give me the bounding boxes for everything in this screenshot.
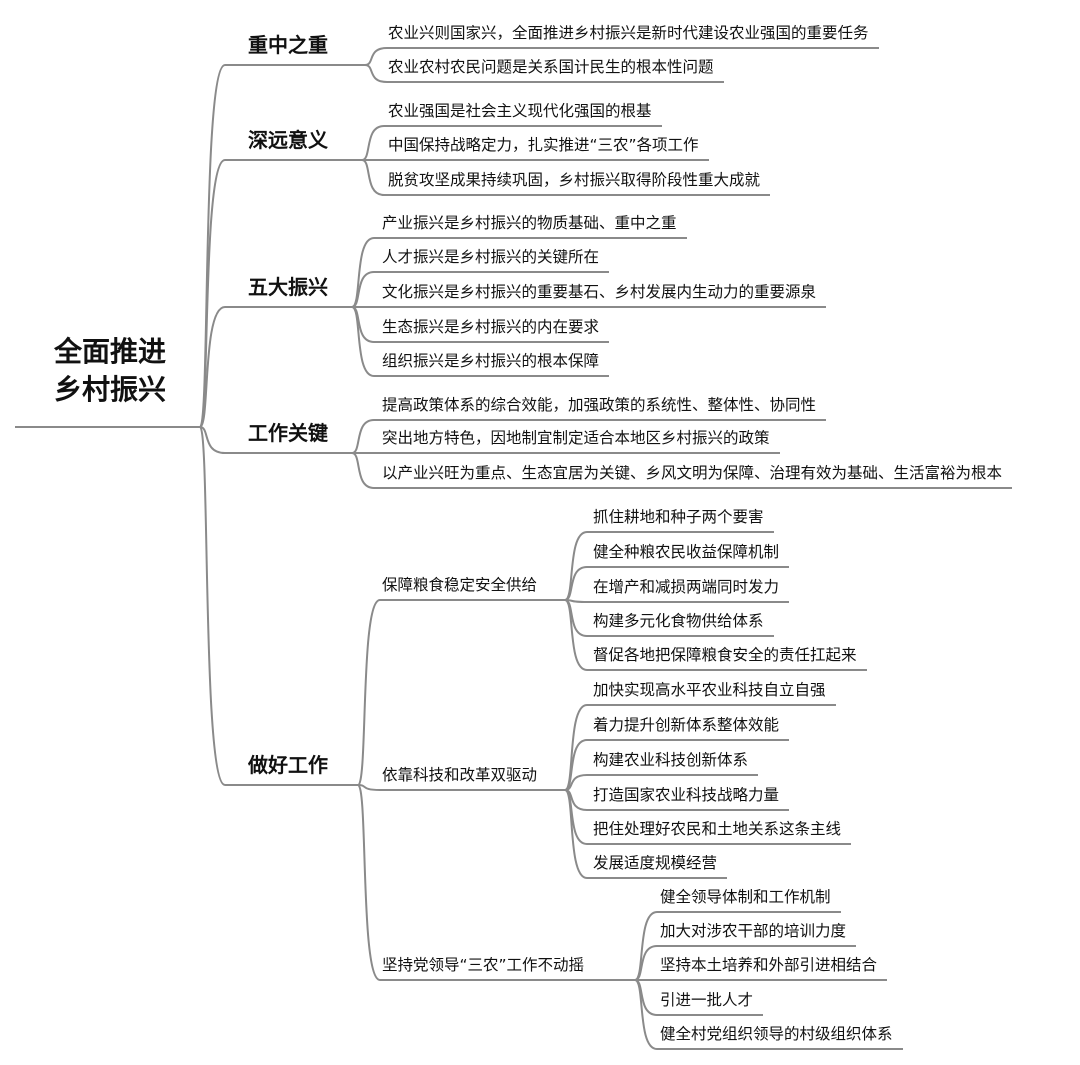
branch-topic[interactable]: 深远意义 <box>248 128 328 152</box>
leaf-topic[interactable]: 组织振兴是乡村振兴的根本保障 <box>382 352 600 370</box>
branch-topic[interactable]: 重中之重 <box>248 33 328 57</box>
branch-connector <box>351 306 375 377</box>
leaf-topic[interactable]: 文化振兴是乡村振兴的重要基石、乡村发展内生动力的重要源泉 <box>382 283 817 301</box>
leaf-topic[interactable]: 发展适度规模经营 <box>593 854 718 872</box>
trunk-connector <box>199 426 226 454</box>
branch-connector <box>361 125 385 161</box>
leaf-topic[interactable]: 健全村党组织领导的村级组织体系 <box>660 1025 893 1043</box>
subtopic[interactable]: 依靠科技和改革双驱动 <box>382 766 538 784</box>
leaf-topic[interactable]: 构建多元化食物供给体系 <box>593 612 764 630</box>
branch-connector <box>351 271 375 308</box>
leaf-topic[interactable]: 人才振兴是乡村振兴的关键所在 <box>382 248 600 266</box>
subtopic-connector <box>564 739 588 791</box>
leaf-topic[interactable]: 农业农村农民问题是关系国计民生的根本性问题 <box>388 58 714 76</box>
branch-topic[interactable]: 工作关键 <box>248 421 328 445</box>
branch-connector <box>364 64 388 83</box>
leaf-topic[interactable]: 健全种粮农民收益保障机制 <box>593 543 780 561</box>
branch-topic[interactable]: 五大振兴 <box>248 275 328 299</box>
leaf-topic[interactable]: 健全领导体制和工作机制 <box>660 888 831 906</box>
leaf-topic[interactable]: 产业振兴是乡村振兴的物质基础、重中之重 <box>382 214 677 232</box>
leaf-topic[interactable]: 着力提升创新体系整体效能 <box>593 716 780 734</box>
branch-connector <box>357 599 381 786</box>
leaf-topic[interactable]: 农业兴则国家兴，全面推进乡村振兴是新时代建设农业强国的重要任务 <box>388 24 869 42</box>
subtopic-connector <box>564 531 588 601</box>
leaf-topic[interactable]: 引进一批人才 <box>660 991 754 1009</box>
leaf-topic[interactable]: 抓住耕地和种子两个要害 <box>593 508 764 526</box>
branch-connector <box>351 452 375 489</box>
subtopic[interactable]: 坚持党领导“三农”工作不动摇 <box>382 956 585 974</box>
trunk-connector <box>199 64 226 428</box>
leaf-topic[interactable]: 加大对涉农干部的培训力度 <box>660 922 847 940</box>
leaf-topic[interactable]: 脱贫攻坚成果持续巩固，乡村振兴取得阶段性重大成就 <box>388 171 761 189</box>
leaf-topic[interactable]: 打造国家农业科技战略力量 <box>593 786 780 804</box>
leaf-topic[interactable]: 中国保持战略定力，扎实推进“三农”各项工作 <box>388 136 699 154</box>
trunk-connector <box>199 159 226 428</box>
leaf-topic[interactable]: 突出地方特色，因地制宜制定适合本地区乡村振兴的政策 <box>382 429 770 447</box>
root-line-1: 全面推进 <box>53 335 166 368</box>
branch-connector <box>364 47 388 66</box>
branch-connector <box>357 784 381 981</box>
subtopic[interactable]: 保障粮食稳定安全供给 <box>382 576 538 594</box>
leaf-topic[interactable]: 加快实现高水平农业科技自立自强 <box>593 681 826 699</box>
leaf-topic[interactable]: 提高政策体系的综合效能，加强政策的系统性、整体性、协同性 <box>382 396 817 414</box>
branch-connector <box>351 419 375 454</box>
leaf-topic[interactable]: 生态振兴是乡村振兴的内在要求 <box>382 318 600 336</box>
branch-topic[interactable]: 做好工作 <box>248 753 328 777</box>
leaf-topic[interactable]: 坚持本土培养和外部引进相结合 <box>660 956 878 974</box>
leaf-topic[interactable]: 以产业兴旺为重点、生态宜居为关键、乡风文明为保障、治理有效为基础、生活富裕为根本 <box>382 464 1003 482</box>
root-topic[interactable]: 全面推进 乡村振兴 <box>40 333 180 409</box>
trunk-connector <box>199 426 226 786</box>
leaf-topic[interactable]: 把住处理好农民和土地关系这条主线 <box>593 820 842 838</box>
leaf-topic[interactable]: 在增产和减损两端同时发力 <box>593 578 780 596</box>
leaf-topic[interactable]: 农业强国是社会主义现代化强国的根基 <box>388 102 652 120</box>
leaf-topic[interactable]: 督促各地把保障粮食安全的责任扛起来 <box>593 646 857 664</box>
subtopic-connector <box>564 789 588 879</box>
branch-connector <box>361 159 385 196</box>
trunk-connector <box>199 306 226 428</box>
branch-connector <box>357 784 381 791</box>
root-line-2: 乡村振兴 <box>53 372 166 406</box>
subtopic-connector <box>564 599 588 671</box>
subtopic-connector <box>634 979 658 1050</box>
leaf-topic[interactable]: 构建农业科技创新体系 <box>593 751 749 769</box>
